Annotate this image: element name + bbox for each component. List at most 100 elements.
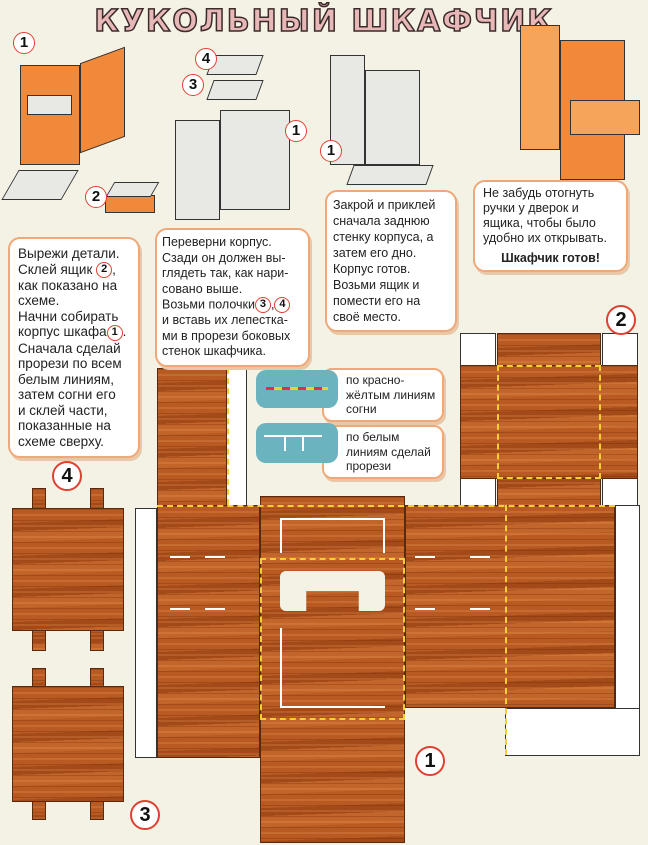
body-panel — [157, 505, 260, 758]
label-1: 1 — [415, 746, 445, 776]
text-line: и склей части, — [18, 402, 108, 418]
instruction-box-1: Вырежи детали. Склей ящик 2, как показан… — [8, 237, 140, 459]
cut-line — [170, 608, 190, 610]
shelf-panel — [12, 686, 124, 802]
text-line: и вставь их лепестка- — [162, 313, 288, 327]
label-2: 2 — [96, 261, 113, 278]
glue-flap — [505, 708, 640, 756]
illustration-step3: 1 — [320, 45, 440, 190]
text-line: схеме. — [18, 293, 60, 309]
illustration-step1: 1 — [13, 32, 155, 190]
drawer-net-drawing — [1, 170, 79, 200]
label-1: 1 — [285, 120, 307, 142]
instruction-box-3: Закрой и приклей сначала заднюю стенку к… — [325, 190, 457, 332]
drawer-front-drawing — [105, 195, 155, 213]
text-line: Начни собирать — [18, 308, 119, 324]
cut-line-sample — [302, 435, 304, 451]
text-line: сначала заднюю — [333, 214, 430, 228]
cut-line — [470, 556, 490, 558]
text-line: белым линиям, — [18, 371, 115, 387]
illustration-drawer: 2 — [1, 160, 160, 220]
label-1: 1 — [320, 140, 342, 162]
body-panel — [405, 505, 615, 708]
cut-line-sample — [264, 435, 322, 437]
illustration-step2: 4 3 1 — [170, 48, 310, 225]
cutout-piece-2: 2 — [460, 305, 638, 510]
fold-line-sample — [266, 387, 328, 390]
text-line: Сзади он должен вы- — [162, 250, 286, 265]
label-2: 2 — [85, 186, 107, 208]
fold-line — [505, 505, 507, 755]
legend-fold: по красно-жёлтым линиям согни — [322, 368, 444, 422]
cut-line — [205, 556, 225, 558]
text-line: Закрой и приклей — [333, 198, 436, 212]
instruction-box-2: Переверни корпус. Сзади он должен вы- гл… — [155, 228, 310, 367]
label-4: 4 — [195, 48, 217, 70]
fold-line — [497, 365, 601, 479]
shelf-panel — [12, 508, 124, 631]
finished-side-drawing — [520, 25, 560, 150]
body-panel — [260, 496, 405, 843]
cut-line — [470, 608, 490, 610]
text-line: схеме сверху. — [18, 433, 104, 449]
text-line: затем его дно. — [333, 246, 417, 260]
text-line: помести его на — [333, 294, 421, 308]
cut-line — [280, 628, 385, 708]
text-line: Переверни корпус. — [162, 235, 272, 249]
text-line: стенок шкафчика. — [162, 344, 266, 358]
cabinet-drawing — [20, 65, 80, 165]
bottom-drawing — [346, 165, 434, 185]
fold-line — [260, 558, 405, 720]
cutout-piece-4: 4 — [12, 461, 124, 651]
label-3: 3 — [254, 297, 271, 313]
text-line: ручки у дверок и — [483, 201, 579, 215]
text-line: стенку корпуса, а — [333, 230, 434, 244]
text-line: Вырежи детали. — [18, 246, 120, 261]
label-3: 3 — [182, 74, 204, 96]
text-line: прорези по всем — [18, 356, 122, 372]
text-line: ящика, чтобы было — [483, 216, 596, 230]
legend-fold-label: по красно-жёлтым линиям согни — [346, 373, 436, 416]
text-line: совано выше. — [162, 281, 243, 296]
fold-line-swatch — [256, 370, 338, 408]
drawer-inside-drawing — [105, 182, 160, 197]
text-line: корпус шкафа — [18, 324, 107, 340]
label-4: 4 — [52, 461, 82, 491]
legend-cut-label: по белым линиям сделай прорези — [346, 430, 431, 473]
cut-line-sample — [284, 435, 286, 451]
text-line: затем согни его — [18, 387, 116, 403]
page-title: КУКОЛЬНЫЙ ШКАФЧИК — [93, 3, 554, 40]
legend-cut: по белым линиям сделай прорези — [322, 425, 444, 479]
text-line: Корпус готов. — [333, 262, 411, 276]
text-line: своё место. — [333, 310, 401, 324]
glue-flap — [135, 508, 157, 758]
body-drawing — [365, 70, 420, 165]
side-wall-drawing — [80, 46, 125, 154]
text-line: Не забудь отогнуть — [483, 186, 595, 200]
text-line: ми в прорези боковых — [162, 328, 291, 343]
illustration-finished — [515, 15, 645, 180]
label-1: 1 — [13, 32, 35, 54]
label-4: 4 — [274, 297, 291, 313]
fold-line — [157, 505, 615, 507]
text-line: Возьми ящик и — [333, 278, 420, 292]
text-line: удобно их открывать. — [483, 231, 607, 245]
fold-line — [227, 368, 229, 505]
cut-line — [415, 556, 435, 558]
label-1: 1 — [106, 324, 123, 341]
cut-line-swatch — [256, 423, 338, 463]
text-line: Возьми полочки — [162, 297, 255, 312]
label-2: 2 — [606, 305, 636, 335]
label-3: 3 — [130, 800, 160, 830]
shelf-drawing — [206, 80, 264, 100]
text-line: Сначала сделай — [18, 340, 121, 356]
drawer-panel — [460, 365, 638, 479]
cut-line — [415, 608, 435, 610]
instruction-box-4: Не забудь отогнуть ручки у дверок и ящик… — [473, 180, 628, 272]
finished-text: Шкафчик готов! — [501, 251, 600, 265]
cut-line — [280, 518, 385, 553]
cutout-piece-1: 1 — [135, 368, 645, 843]
text-line: Склей ящик — [18, 261, 93, 277]
opening-drawing — [27, 95, 72, 115]
cut-line — [205, 608, 225, 610]
